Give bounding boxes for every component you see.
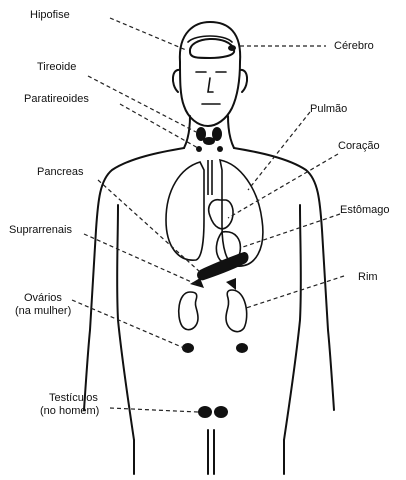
label-coracao: Coração (338, 140, 380, 152)
leader-hipofise (110, 18, 186, 50)
leader-rim (246, 276, 344, 308)
leader-pulmao (248, 112, 310, 190)
label-tireoide: Tireoide (37, 61, 76, 73)
adrenals (190, 278, 236, 290)
kidneys (179, 290, 247, 332)
label-ovarios: Ovários (24, 292, 62, 304)
label-suprarrenais: Suprarrenais (9, 224, 72, 236)
leader-estomago (240, 214, 340, 248)
face-details (188, 36, 232, 104)
label-paratireoides: Paratireoides (24, 93, 89, 105)
label-testiculos: Testículos (49, 392, 98, 404)
leader-testiculos (110, 408, 198, 412)
label-ovarios-note: (na mulher) (15, 305, 71, 317)
pituitary-mark (228, 45, 236, 51)
thyroid (196, 127, 222, 145)
label-hipofise: Hipofise (30, 9, 70, 21)
label-estomago: Estômago (340, 204, 390, 216)
testicles (198, 406, 228, 418)
parathyroids (196, 146, 223, 152)
label-rim: Rim (358, 271, 378, 283)
heart (209, 200, 233, 229)
leader-suprarrenais (84, 234, 196, 284)
brain (190, 39, 234, 58)
ovaries (182, 343, 248, 353)
label-pulmao: Pulmão (310, 103, 347, 115)
leader-coracao (228, 154, 338, 218)
lungs (166, 160, 263, 266)
label-testiculos-note: (no homem) (40, 405, 99, 417)
label-pancreas: Pancreas (37, 166, 83, 178)
label-cerebro: Cérebro (334, 40, 374, 52)
leader-lines (72, 18, 344, 412)
